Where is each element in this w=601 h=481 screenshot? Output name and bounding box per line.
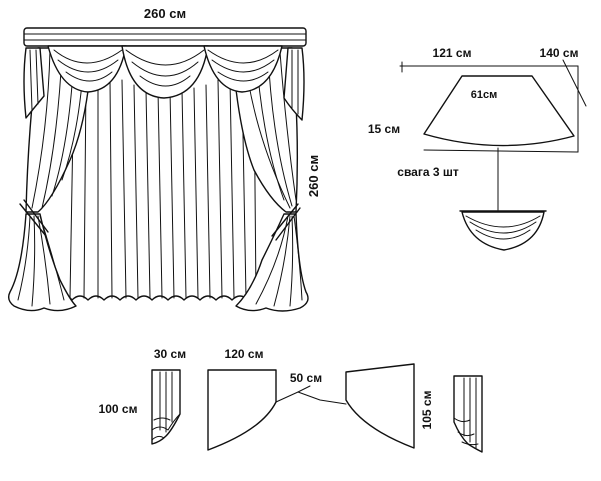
- sheer-curtain: [59, 69, 263, 301]
- main-width-label: 260 см: [144, 6, 186, 21]
- swag-pattern: 121 см 140 см 61см 15 см свага 3 шт: [368, 46, 587, 251]
- right-drape: [231, 47, 309, 312]
- curtain-panel-right: [345, 363, 415, 449]
- jabot-height-label: 100 см: [99, 402, 138, 416]
- panel-height-label: 105 см: [420, 390, 434, 429]
- swag-depth-label: 61см: [471, 89, 498, 101]
- jabot-right: [453, 375, 483, 453]
- swag-icon: [459, 210, 547, 251]
- main-height-label: 260 см: [306, 155, 321, 197]
- swag-top-width-label: 121 см: [433, 46, 472, 60]
- swag-side-label: 15 см: [368, 122, 400, 136]
- side-jabots: [23, 47, 305, 121]
- pattern-pieces: 30 см 100 см 120 см 50 см 105 см: [99, 347, 483, 453]
- swag-count-label: свага 3 шт: [397, 165, 459, 179]
- cornice: [23, 27, 307, 47]
- main-curtain-view: 260 см 260 см: [7, 6, 321, 312]
- curtain-panel-left: [207, 369, 277, 451]
- swags: [47, 45, 283, 99]
- gap-lines: [275, 385, 347, 405]
- panel-gap-label: 50 см: [290, 371, 322, 385]
- panel-width-label: 120 см: [225, 347, 264, 361]
- jabot-width-label: 30 см: [154, 347, 186, 361]
- jabot-left: [151, 369, 181, 445]
- swag-bottom-width-label: 140 см: [540, 46, 579, 60]
